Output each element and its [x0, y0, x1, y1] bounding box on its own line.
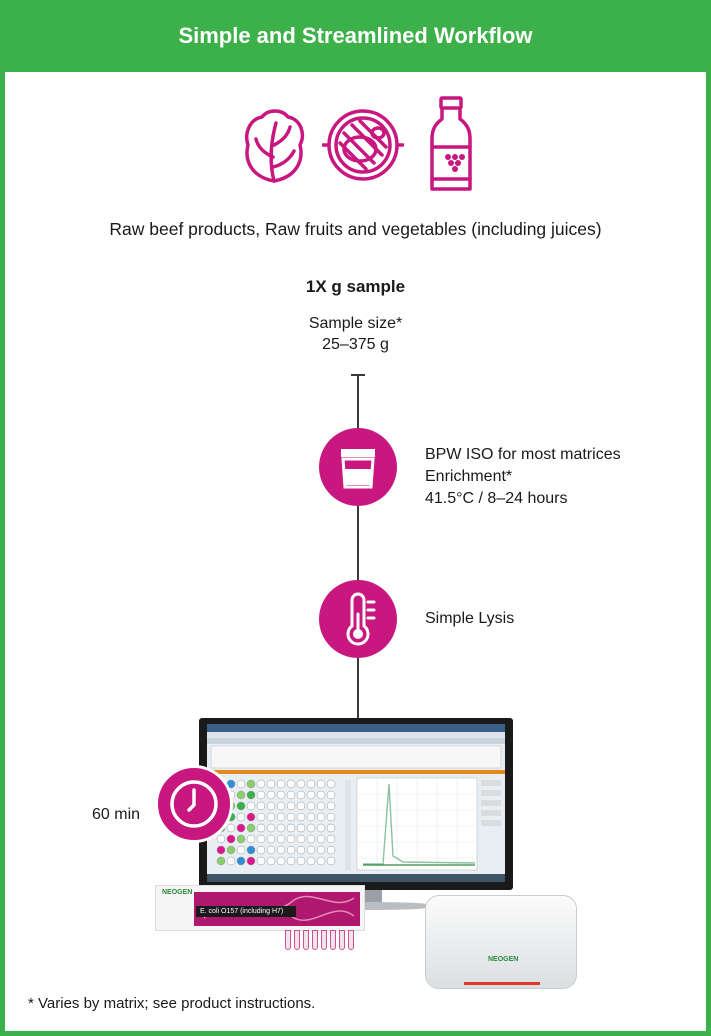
detection-instrument: NEOGEN: [425, 895, 577, 989]
instrument-indicator: [464, 982, 540, 985]
matrices-text: Raw beef products, Raw fruits and vegeta…: [109, 219, 602, 239]
pcr-tube: [285, 930, 291, 950]
enrichment-container-icon: [319, 428, 397, 506]
pcr-tube: [330, 930, 336, 950]
time-label: 60 min: [92, 806, 141, 823]
computer-monitor: [199, 718, 513, 890]
enrichment-line-3: 41.5°C / 8–24 hours: [425, 490, 568, 507]
test-kit-box: NEOGEN E. coli O157 (including H7): [155, 885, 365, 931]
pcr-tube: [321, 930, 327, 950]
clock-icon: [155, 765, 233, 843]
pcr-tube: [303, 930, 309, 950]
pcr-tube: [312, 930, 318, 950]
instrument-logo: NEOGEN: [488, 956, 519, 963]
timeline-line: [357, 375, 359, 770]
food-icons: [240, 95, 480, 195]
juice-bottle-icon: [430, 96, 472, 191]
page-title: Simple and Streamlined Workflow: [0, 0, 711, 72]
lysis-step-text: Simple Lysis: [425, 610, 515, 627]
sample-size-range: 25–375 g: [322, 336, 389, 353]
sample-title: 1X g sample: [305, 277, 406, 296]
pcr-tube: [294, 930, 300, 950]
pcr-tube-strip: [285, 930, 355, 956]
pcr-tube: [339, 930, 345, 950]
software-screen: [207, 724, 505, 882]
enrichment-step-text: BPW ISO for most matrices Enrichment* 41…: [425, 444, 621, 510]
grilled-steak-icon: [322, 109, 404, 181]
pcr-tube: [348, 930, 354, 950]
thermometer-icon: [319, 580, 397, 658]
enrichment-line-2: Enrichment*: [425, 468, 513, 485]
lettuce-icon: [245, 109, 305, 183]
sample-size: Sample size* 25–375 g: [0, 313, 711, 355]
enrichment-line-1: BPW ISO for most matrices: [425, 446, 621, 463]
kit-label: E. coli O157 (including H7): [196, 906, 296, 917]
footnote: * Varies by matrix; see product instruct…: [28, 995, 316, 1012]
kit-logo: NEOGEN: [162, 889, 193, 896]
sample-size-label: Sample size*: [308, 315, 403, 332]
